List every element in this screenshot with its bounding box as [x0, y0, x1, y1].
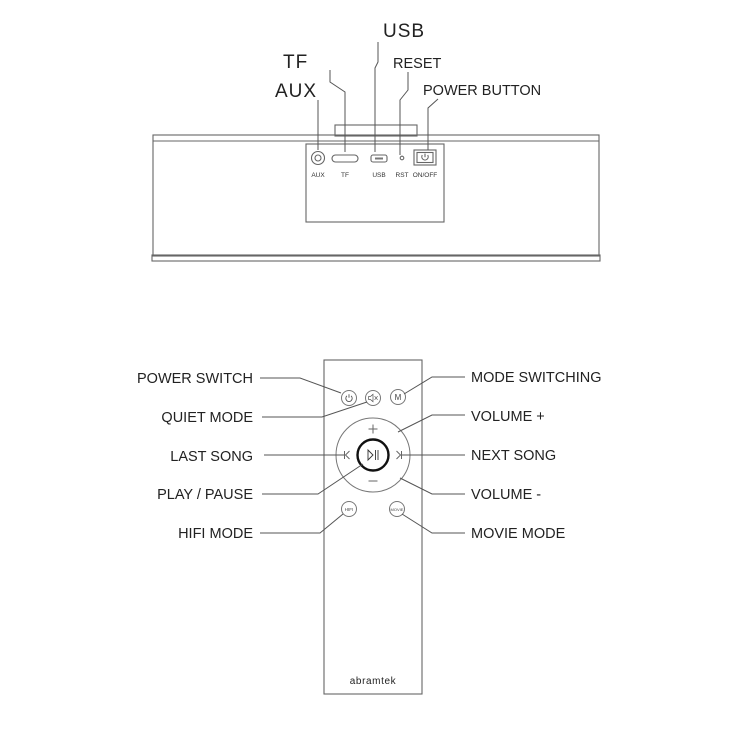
hifi-button-text: HIFI	[345, 507, 354, 512]
callout-usb: USB	[383, 21, 425, 42]
brand-logo: abramtek	[350, 676, 397, 687]
label-movie-mode: MOVIE MODE	[471, 526, 566, 542]
mode-switching-icon: M	[390, 389, 406, 405]
power-button-icon	[413, 149, 437, 166]
label-volume-down: VOLUME -	[471, 487, 541, 503]
label-last-song: LAST SONG	[170, 449, 253, 465]
label-next-song: NEXT SONG	[471, 448, 556, 464]
movie-mode-icon: MOVIE	[389, 501, 405, 517]
speaker-illustration: AUX TF USB RST ON/OFF	[151, 124, 601, 262]
next-icon	[396, 450, 402, 460]
remote-body	[323, 359, 423, 695]
play-pause-icon	[356, 438, 390, 472]
port-label-tf: TF	[341, 172, 349, 179]
callout-aux: AUX	[275, 81, 317, 102]
usb-port-icon	[370, 154, 388, 163]
port-panel	[305, 143, 445, 223]
callout-power-button: POWER BUTTON	[423, 83, 541, 99]
movie-button-text: MOVIE	[391, 507, 404, 512]
remote-leader-lines	[260, 376, 465, 534]
remote-illustration: M HIFI	[323, 359, 423, 695]
aux-jack-icon	[310, 150, 326, 166]
label-play-pause: PLAY / PAUSE	[157, 487, 253, 503]
previous-icon	[344, 450, 350, 460]
speaker-leader-lines	[317, 42, 439, 155]
volume-up-icon	[368, 424, 378, 434]
mode-button-text: M	[395, 393, 402, 402]
label-volume-up: VOLUME +	[471, 409, 545, 425]
mute-icon	[365, 390, 381, 406]
hifi-mode-icon: HIFI	[341, 501, 357, 517]
port-label-onoff: ON/OFF	[413, 172, 438, 179]
brand-text: abramtek	[350, 676, 397, 687]
port-label-rst: RST	[396, 172, 409, 179]
tf-slot-icon	[331, 154, 359, 163]
power-switch-icon	[341, 390, 357, 406]
callout-reset: RESET	[393, 56, 441, 72]
label-hifi-mode: HIFI MODE	[178, 526, 253, 542]
label-power-switch: POWER SWITCH	[137, 371, 253, 387]
port-label-aux: AUX	[311, 172, 325, 179]
callout-tf: TF	[283, 52, 308, 73]
label-quiet-mode: QUIET MODE	[161, 410, 253, 426]
label-mode-switching: MODE SWITCHING	[471, 370, 602, 386]
port-label-usb: USB	[372, 172, 385, 179]
reset-pinhole-icon	[399, 155, 405, 161]
